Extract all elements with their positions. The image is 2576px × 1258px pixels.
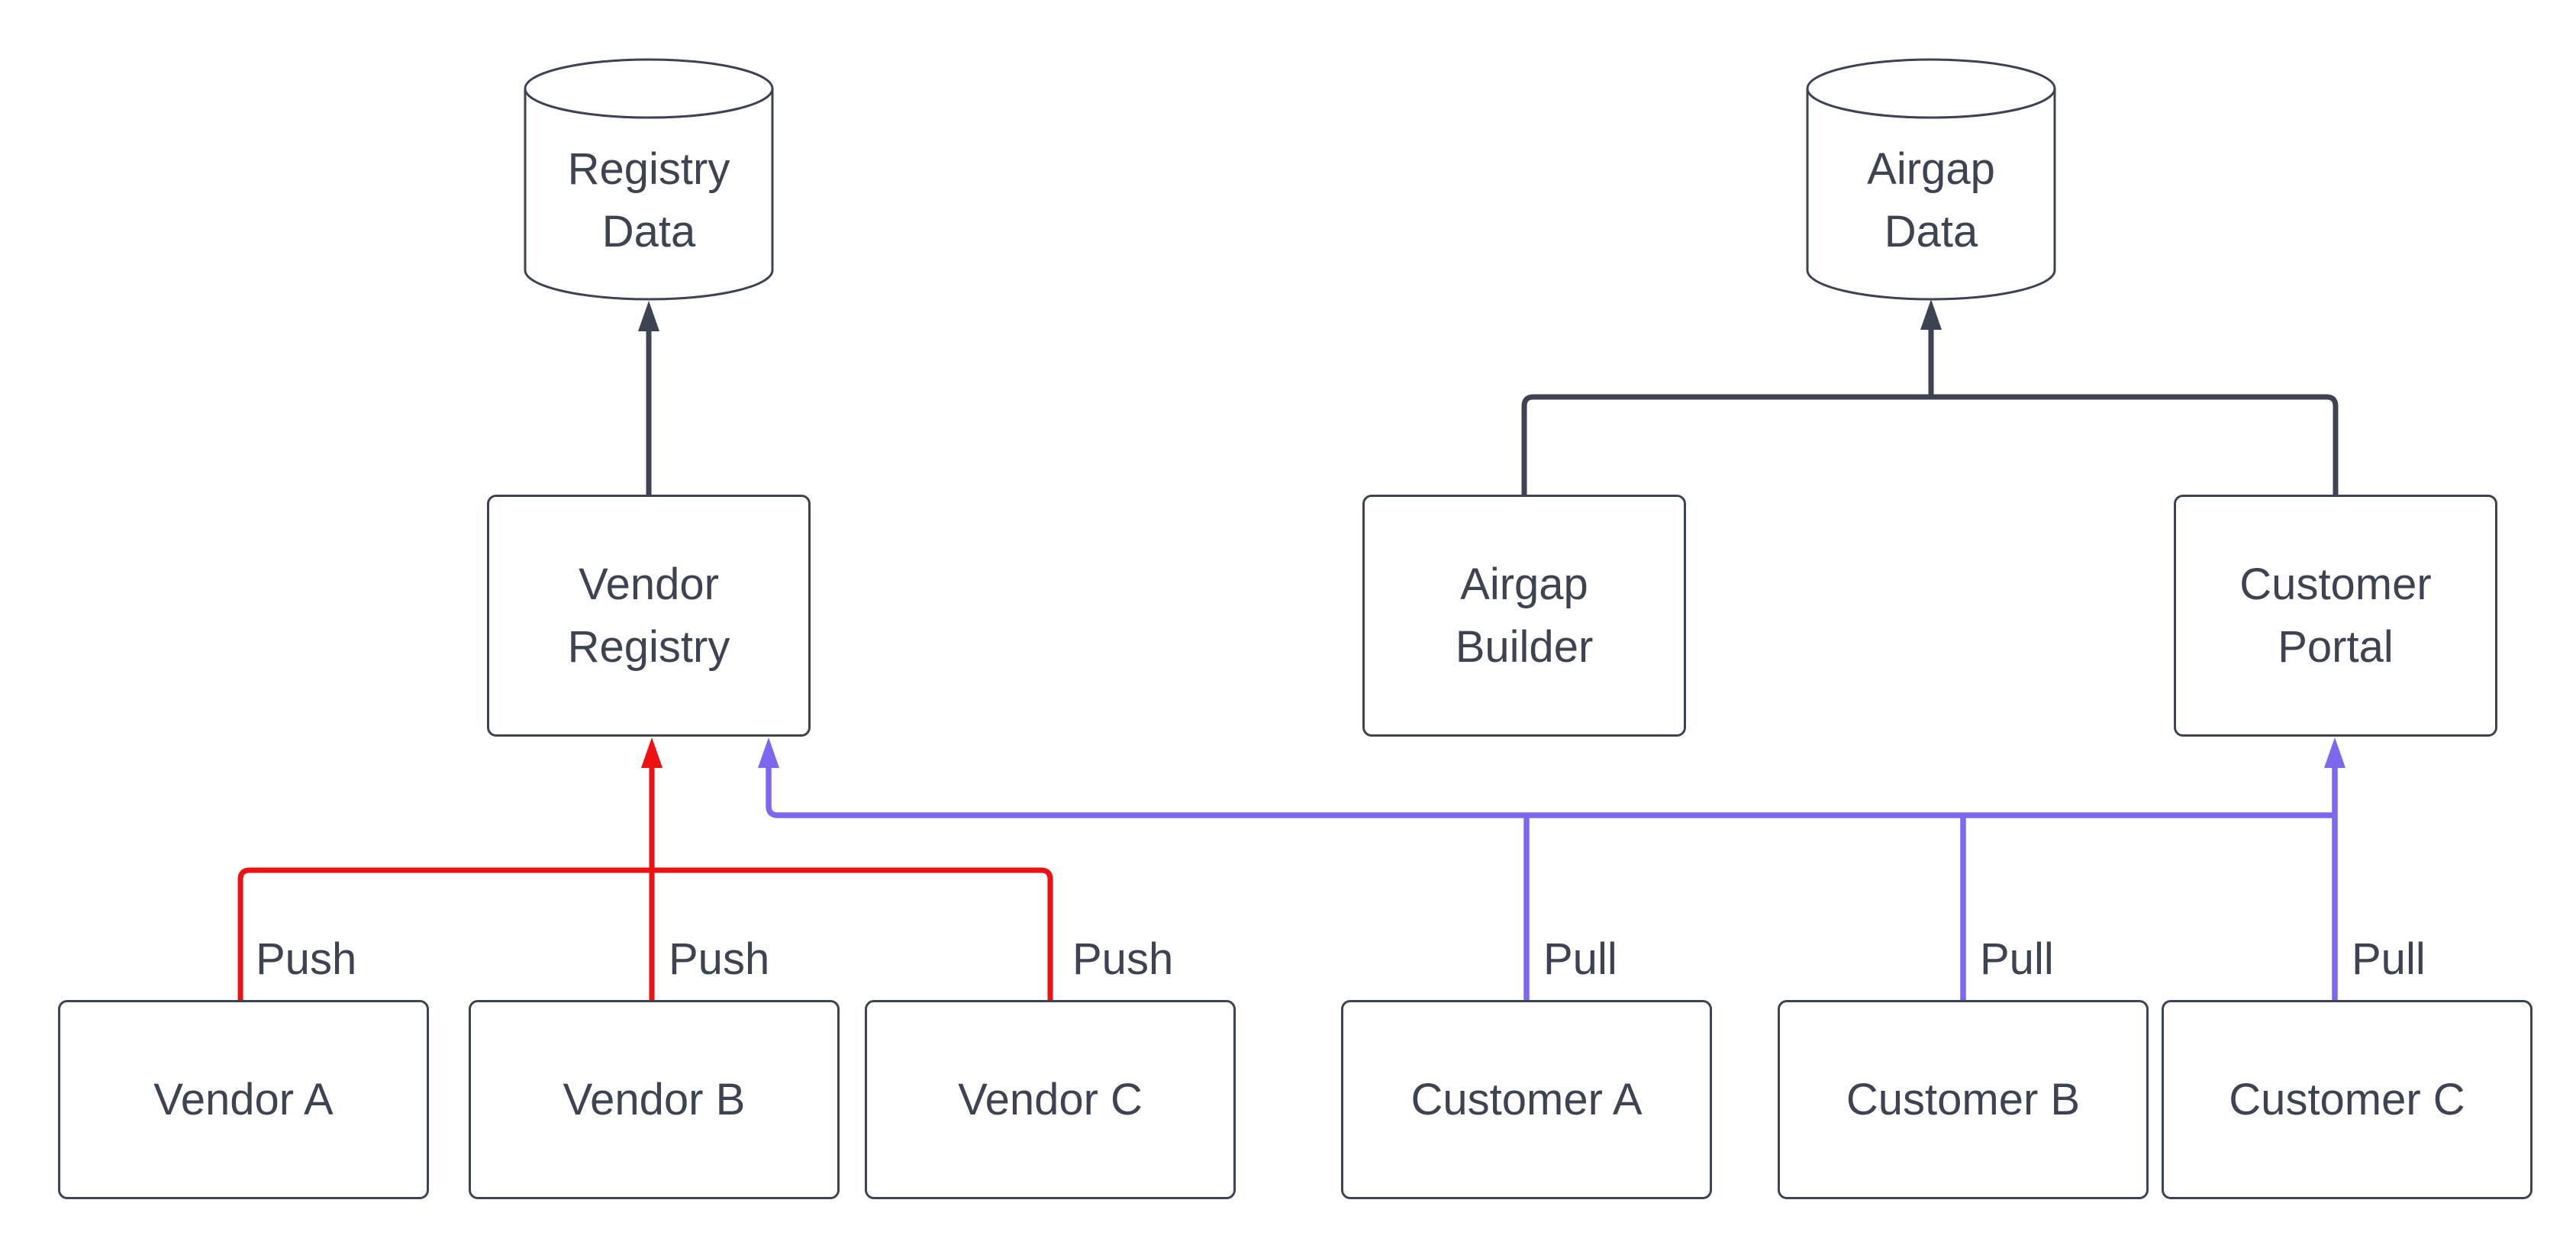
edge-label-pull-customer-a: Pull: [1543, 934, 1617, 984]
node-customer-a: Customer A: [1341, 1000, 1712, 1199]
datastore-airgap-data-shape: [1806, 58, 2056, 301]
node-vendor-b: Vendor B: [469, 1000, 840, 1199]
arrowhead-registry-data-icon: [638, 301, 659, 331]
edge-label-pull-customer-c: Pull: [2352, 934, 2426, 984]
node-customer-portal: Customer Portal: [2174, 495, 2497, 737]
node-customer-b: Customer B: [1778, 1000, 2149, 1199]
edge-customers-pull-bus: [766, 765, 2335, 818]
arrowhead-pull-vendor-registry-icon: [758, 737, 779, 768]
node-airgap-builder: Airgap Builder: [1362, 495, 1686, 737]
node-vendor-c-label: Vendor C: [958, 1074, 1143, 1124]
cylinder-top: [1806, 58, 2056, 119]
node-vendor-c: Vendor C: [865, 1000, 1236, 1199]
edge-vendors-push-bus: [237, 867, 1053, 1002]
node-vendor-registry: Vendor Registry: [487, 495, 811, 737]
node-customer-a-label: Customer A: [1411, 1074, 1643, 1124]
edge-label-push-vendor-a: Push: [256, 934, 357, 984]
node-customer-c: Customer C: [2162, 1000, 2532, 1199]
arrowhead-push-vendor-registry-icon: [641, 737, 663, 768]
edge-label-push-vendor-b: Push: [669, 934, 770, 984]
arrowhead-pull-customer-portal-icon: [2324, 737, 2345, 768]
edge-label-pull-customer-b: Pull: [1980, 934, 2054, 984]
node-customer-b-label: Customer B: [1846, 1074, 2081, 1124]
node-vendor-a: Vendor A: [58, 1000, 429, 1199]
node-vendor-registry-label: Vendor Registry: [567, 560, 730, 672]
edge-airgap-builder-customer-portal-bus: [1521, 394, 2339, 498]
edge-label-push-vendor-c: Push: [1072, 934, 1174, 984]
node-vendor-b-label: Vendor B: [563, 1074, 746, 1124]
arrowhead-airgap-data-icon: [1920, 299, 1942, 330]
datastore-registry-data-shape: [524, 58, 774, 301]
node-airgap-builder-label: Airgap Builder: [1455, 560, 1594, 672]
cylinder-top: [524, 58, 774, 119]
node-customer-c-label: Customer C: [2229, 1074, 2465, 1124]
datastore-registry-data-label: Registry Data: [567, 144, 730, 256]
datastore-airgap-data-label: Airgap Data: [1867, 144, 1995, 256]
node-vendor-a-label: Vendor A: [153, 1074, 334, 1124]
node-customer-portal-label: Customer Portal: [2239, 560, 2432, 672]
